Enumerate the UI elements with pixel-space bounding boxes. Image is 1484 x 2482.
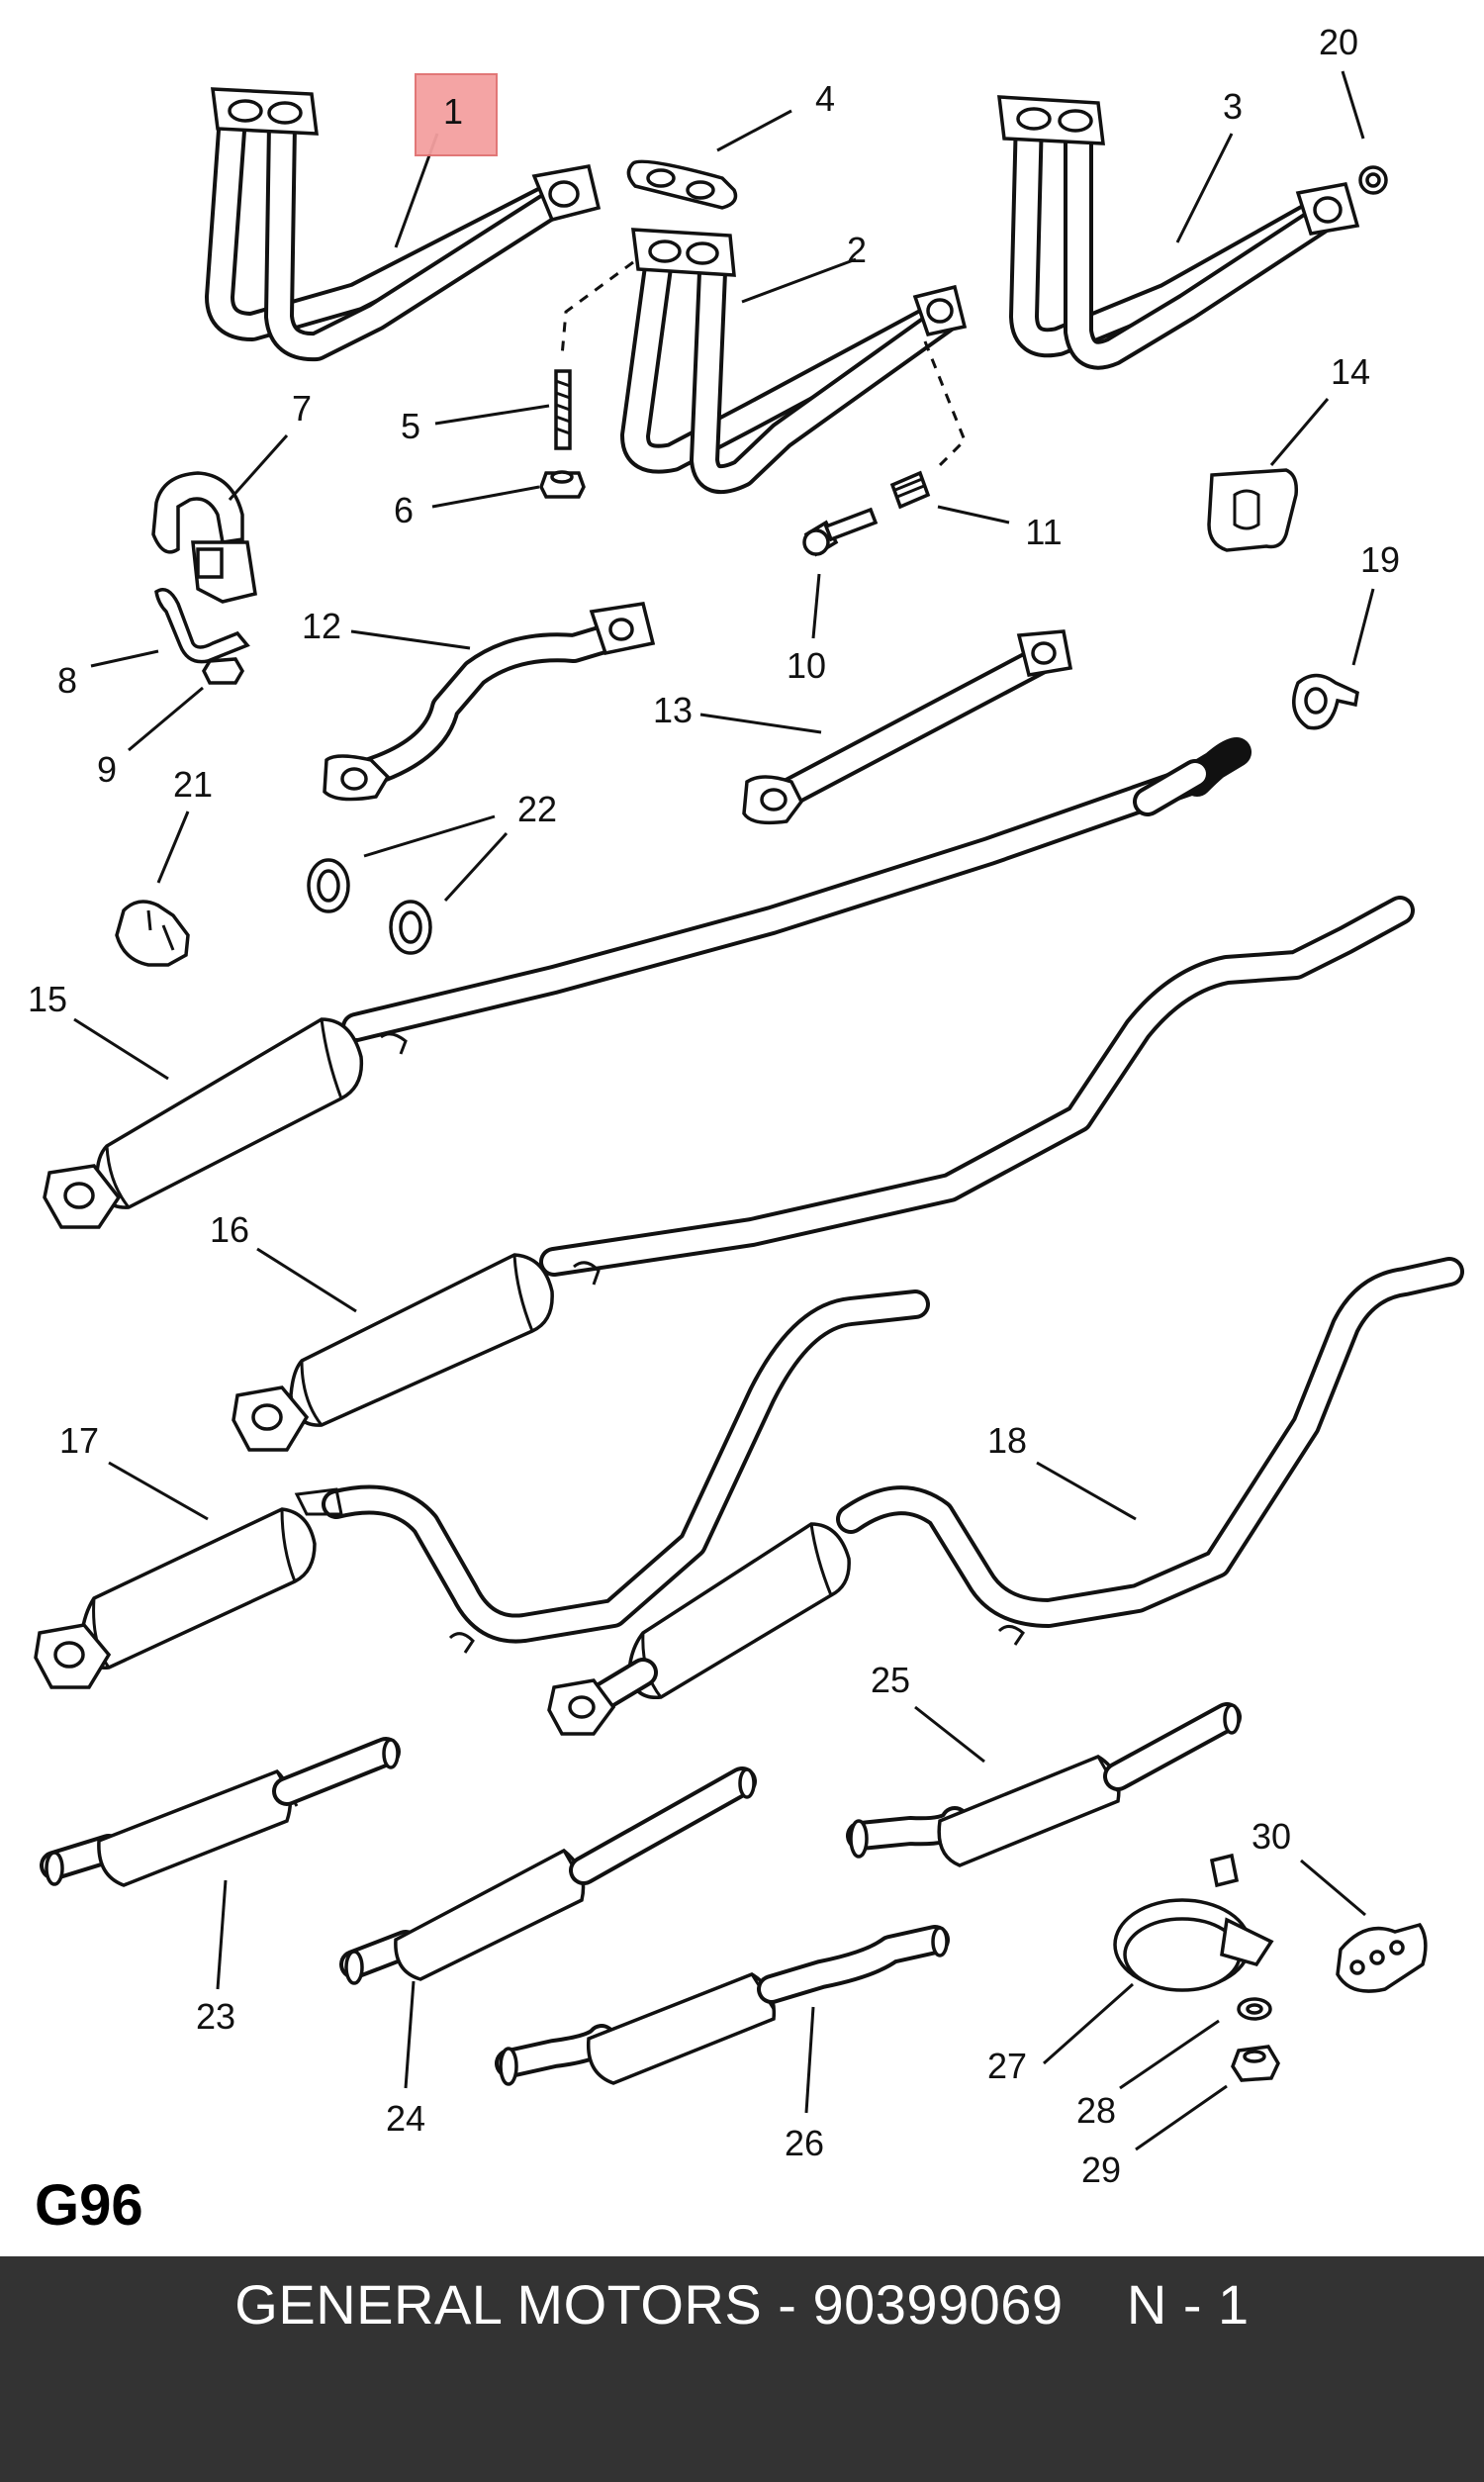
part-label-21[interactable]: 21 bbox=[173, 764, 213, 805]
clamp-8[interactable] bbox=[154, 588, 250, 664]
part-label-29[interactable]: 29 bbox=[1081, 2149, 1121, 2190]
part-label-18[interactable]: 18 bbox=[987, 1420, 1027, 1461]
part-label-28[interactable]: 28 bbox=[1076, 2090, 1116, 2131]
straight-pipe-13[interactable] bbox=[742, 629, 1073, 825]
part-label-11[interactable]: 11 bbox=[1025, 512, 1062, 552]
part-label-13[interactable]: 13 bbox=[653, 690, 693, 730]
ring-20[interactable] bbox=[1358, 165, 1388, 195]
part-label-5[interactable]: 5 bbox=[401, 406, 420, 446]
rear-muffler-23[interactable] bbox=[40, 1737, 401, 1887]
part-label-15[interactable]: 15 bbox=[28, 979, 67, 1019]
exhaust-system-diagram: 1 2 3 4 5 6 7 8 9 10 11 12 13 14 15 16 1… bbox=[28, 22, 1464, 2238]
spring-11[interactable] bbox=[889, 470, 931, 510]
bracket-7[interactable] bbox=[151, 471, 257, 604]
mount-21[interactable] bbox=[115, 900, 190, 967]
exhaust-manifold-pipe-3[interactable] bbox=[997, 95, 1360, 370]
sealing-ring-22b[interactable] bbox=[389, 900, 432, 955]
part-label-20[interactable]: 20 bbox=[1319, 22, 1358, 62]
gasket-4[interactable] bbox=[626, 159, 738, 210]
stud-5[interactable] bbox=[554, 369, 572, 450]
nut-6[interactable] bbox=[539, 470, 586, 499]
diagram-code: G96 bbox=[35, 2173, 143, 2238]
part-label-23[interactable]: 23 bbox=[196, 1996, 235, 2037]
rear-muffler-26[interactable] bbox=[495, 1925, 950, 2086]
clamp-19[interactable] bbox=[1292, 673, 1359, 730]
footer-bar: GENERAL MOTORS - 90399069 N - 1 bbox=[0, 2256, 1484, 2482]
hanger-30[interactable] bbox=[1336, 1922, 1428, 1993]
part-label-3[interactable]: 3 bbox=[1223, 86, 1243, 127]
bolt-10[interactable] bbox=[802, 507, 879, 557]
sealing-ring-22a[interactable] bbox=[307, 858, 350, 913]
rear-muffler-25[interactable] bbox=[846, 1702, 1242, 1867]
part-label-4[interactable]: 4 bbox=[815, 78, 835, 119]
part-label-17[interactable]: 17 bbox=[59, 1420, 99, 1461]
muffler-pipe-15[interactable] bbox=[43, 737, 1252, 1229]
exhaust-manifold-pipe-2[interactable] bbox=[560, 228, 968, 495]
part-label-2[interactable]: 2 bbox=[847, 230, 867, 270]
part-label-6[interactable]: 6 bbox=[394, 490, 414, 530]
part-label-14[interactable]: 14 bbox=[1331, 351, 1370, 392]
exhaust-manifold-pipe-1[interactable] bbox=[205, 87, 602, 362]
part-label-12[interactable]: 12 bbox=[302, 606, 341, 646]
washer-28[interactable] bbox=[1237, 1997, 1272, 2021]
highlight-box bbox=[415, 73, 498, 156]
muffler-pipe-18[interactable] bbox=[547, 1257, 1464, 1736]
part-label-27[interactable]: 27 bbox=[987, 2046, 1027, 2086]
part-label-16[interactable]: 16 bbox=[210, 1209, 249, 1250]
part-label-26[interactable]: 26 bbox=[785, 2123, 824, 2163]
part-label-9[interactable]: 9 bbox=[97, 749, 117, 790]
nut-29[interactable] bbox=[1231, 2045, 1280, 2082]
rubber-hanger-14[interactable] bbox=[1207, 468, 1299, 552]
part-label-22[interactable]: 22 bbox=[517, 789, 557, 829]
footer-text: GENERAL MOTORS - 90399069 N - 1 bbox=[234, 2273, 1250, 2336]
part-label-8[interactable]: 8 bbox=[57, 660, 77, 701]
rear-muffler-24[interactable] bbox=[339, 1766, 757, 1985]
part-label-1[interactable]: 1 bbox=[443, 91, 463, 132]
part-label-19[interactable]: 19 bbox=[1360, 539, 1400, 580]
muffler-pipe-17[interactable] bbox=[34, 1289, 930, 1689]
front-pipe-12[interactable] bbox=[323, 602, 656, 802]
clamp-band-27[interactable] bbox=[1113, 1853, 1274, 1992]
part-labels: 1 2 3 4 5 6 7 8 9 10 11 12 13 14 15 16 1… bbox=[28, 22, 1400, 2190]
muffler-pipe-16[interactable] bbox=[232, 896, 1415, 1452]
part-label-10[interactable]: 10 bbox=[787, 645, 826, 686]
part-label-7[interactable]: 7 bbox=[292, 388, 312, 429]
part-label-24[interactable]: 24 bbox=[386, 2098, 425, 2139]
part-label-30[interactable]: 30 bbox=[1252, 1816, 1291, 1857]
nut-9[interactable] bbox=[202, 657, 245, 685]
part-label-25[interactable]: 25 bbox=[871, 1660, 910, 1700]
